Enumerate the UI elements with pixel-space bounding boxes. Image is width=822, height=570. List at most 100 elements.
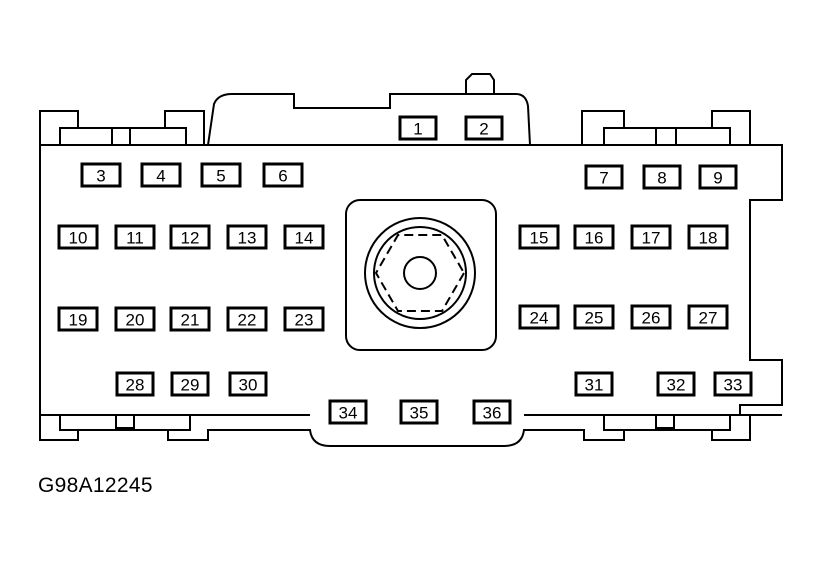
fuse-28: 28 <box>115 371 155 397</box>
fuse-label: 14 <box>295 229 314 248</box>
fuse-label: 1 <box>413 120 422 139</box>
fuse-17: 17 <box>630 224 672 250</box>
fuse-box <box>584 164 624 190</box>
fuse-label: 24 <box>530 309 549 328</box>
fuse-box <box>57 224 99 250</box>
fuse-box <box>170 371 210 397</box>
fuse-box <box>464 115 504 141</box>
fuse-label: 10 <box>69 229 88 248</box>
fuse-box <box>698 164 738 190</box>
fuse-box <box>630 304 672 330</box>
fuse-label: 9 <box>713 169 722 188</box>
fuse-7: 7 <box>584 164 624 190</box>
fuse-label: 19 <box>69 311 88 330</box>
fuse-35: 35 <box>399 399 439 425</box>
fuse-23: 23 <box>283 306 325 332</box>
fuse-12: 12 <box>169 224 211 250</box>
fuse-4: 4 <box>140 162 182 188</box>
fuse-label: 26 <box>642 309 661 328</box>
fuse-label: 28 <box>126 376 145 395</box>
fuse-2: 2 <box>464 115 504 141</box>
fuse-box <box>200 162 242 188</box>
fuse-11: 11 <box>114 224 156 250</box>
fuse-27: 27 <box>687 304 729 330</box>
fuse-label: 2 <box>479 120 488 139</box>
fuse-label: 15 <box>530 229 549 248</box>
fuse-box <box>518 304 560 330</box>
fuse-18: 18 <box>687 224 729 250</box>
fuse-3: 3 <box>80 162 122 188</box>
fuse-box <box>472 399 512 425</box>
fuse-box <box>115 371 155 397</box>
fuse-label: 34 <box>339 404 358 423</box>
fuse-label: 36 <box>483 404 502 423</box>
fuse-14: 14 <box>283 224 325 250</box>
fuse-25: 25 <box>573 304 615 330</box>
fuse-box <box>226 306 268 332</box>
fuse-box <box>687 304 729 330</box>
fuse-label: 4 <box>156 167 165 186</box>
fuse-22: 22 <box>226 306 268 332</box>
fuse-label: 6 <box>278 167 287 186</box>
fuse-label: 12 <box>181 229 200 248</box>
fuse-label: 27 <box>699 309 718 328</box>
fuse-label: 25 <box>585 309 604 328</box>
fuse-label: 16 <box>585 229 604 248</box>
fuse-box <box>226 224 268 250</box>
fuse-36: 36 <box>472 399 512 425</box>
fuse-box <box>713 371 753 397</box>
fuse-label: 35 <box>410 404 429 423</box>
fuse-label: 33 <box>724 376 743 395</box>
fuse-label: 21 <box>181 311 200 330</box>
fuse-box <box>57 306 99 332</box>
fuse-1: 1 <box>398 115 438 141</box>
fuse-box <box>140 162 182 188</box>
fuse-33: 33 <box>713 371 753 397</box>
fuse-32: 32 <box>656 371 696 397</box>
fuse-box <box>262 162 304 188</box>
center-bolt <box>345 199 497 351</box>
fuse-box <box>642 164 682 190</box>
fuse-box <box>574 371 614 397</box>
fuse-16: 16 <box>573 224 615 250</box>
fuse-label: 23 <box>295 311 314 330</box>
fuse-label: 20 <box>126 311 145 330</box>
fuse-box <box>328 399 368 425</box>
fuse-26: 26 <box>630 304 672 330</box>
fuse-label: 22 <box>238 311 257 330</box>
fuse-21: 21 <box>169 306 211 332</box>
fuse-label: 8 <box>657 169 666 188</box>
fuse-24: 24 <box>518 304 560 330</box>
fuse-29: 29 <box>170 371 210 397</box>
fuse-13: 13 <box>226 224 268 250</box>
fuse-label: 32 <box>667 376 686 395</box>
fuse-label: 7 <box>599 169 608 188</box>
fuse-19: 19 <box>57 306 99 332</box>
fuse-label: 31 <box>585 376 604 395</box>
fuse-label: 13 <box>238 229 257 248</box>
fuse-31: 31 <box>574 371 614 397</box>
fuse-box <box>687 224 729 250</box>
fuse-label: 5 <box>216 167 225 186</box>
fuse-34: 34 <box>328 399 368 425</box>
fuse-box <box>283 224 325 250</box>
fuse-box <box>80 162 122 188</box>
fuse-8: 8 <box>642 164 682 190</box>
fuse-box <box>630 224 672 250</box>
fuse-label: 29 <box>181 376 200 395</box>
fuse-box <box>656 371 696 397</box>
fuse-30: 30 <box>228 371 268 397</box>
fuse-box <box>398 115 438 141</box>
fuse-label: 11 <box>126 229 144 248</box>
fuse-6: 6 <box>262 162 304 188</box>
fuse-10: 10 <box>57 224 99 250</box>
fuse-box <box>399 399 439 425</box>
fuse-5: 5 <box>200 162 242 188</box>
fuse-box <box>283 306 325 332</box>
fuse-box <box>573 304 615 330</box>
fuse-label: 17 <box>642 229 661 248</box>
reference-code: G98A12245 <box>38 474 153 497</box>
fuse-box <box>169 224 211 250</box>
housing-outline <box>39 73 783 447</box>
